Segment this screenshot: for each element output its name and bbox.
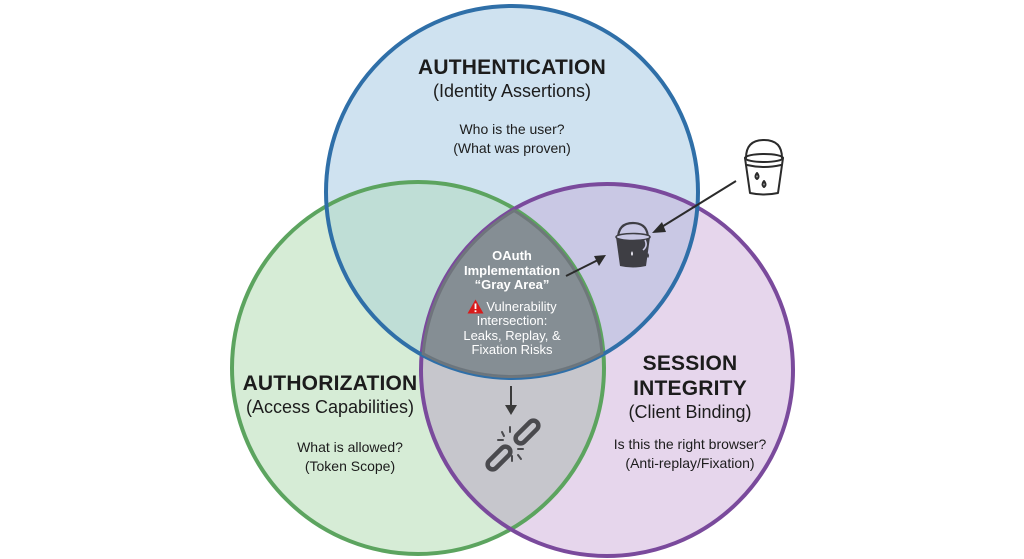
bucket-leaking-icon — [615, 221, 651, 268]
gray-area-title-line3: “Gray Area” — [474, 277, 550, 293]
gray-area-label: OAuth Implementation “Gray Area” Vulnera… — [430, 248, 594, 358]
session-integrity-label: SESSION INTEGRITY (Client Binding) Is th… — [580, 352, 800, 473]
gray-area-body-line4: Fixation Risks — [471, 342, 553, 358]
authorization-label: AUTHORIZATION (Access Capabilities) What… — [220, 372, 440, 476]
session-title-line2: INTEGRITY — [633, 376, 747, 400]
authentication-question: Who is the user? — [459, 121, 565, 137]
arrow-to-broken-chain — [505, 386, 517, 415]
gray-area-region — [421, 184, 604, 378]
authentication-label: AUTHENTICATION (Identity Assertions) Who… — [362, 56, 662, 158]
gray-area-title-line2: Implementation — [463, 262, 561, 278]
broken-link-icon — [485, 418, 541, 472]
gray-area-body-line3: Leaks, Replay, & — [463, 327, 561, 343]
session-subtitle: (Client Binding) — [628, 401, 752, 422]
session-question: Is this the right browser? — [613, 435, 767, 452]
warning-icon — [467, 299, 484, 314]
authorization-detail: (Token Scope) — [304, 457, 396, 474]
authorization-subtitle: (Access Capabilities) — [245, 396, 415, 417]
authentication-detail: (What was proven) — [453, 139, 571, 156]
arrow-from-outline-bucket — [652, 180, 737, 233]
gray-area-body-line1: Vulnerability — [486, 298, 557, 314]
authorization-title: AUTHORIZATION — [242, 372, 418, 395]
authentication-title: AUTHENTICATION — [418, 56, 606, 79]
session-detail: (Anti-replay/Fixation) — [625, 454, 755, 471]
gray-area-body-line2: Intersection: — [476, 313, 548, 329]
arrow-to-leaking-bucket — [565, 255, 606, 277]
session-circle-outline — [419, 182, 795, 558]
authentication-subtitle: (Identity Assertions) — [432, 80, 592, 101]
session-title-line1: SESSION — [642, 352, 738, 375]
authorization-circle-outline — [230, 180, 606, 556]
bucket-outline-icon — [744, 139, 784, 196]
authorization-question: What is allowed? — [297, 439, 403, 455]
gray-area-title-line1: OAuth — [492, 248, 532, 263]
